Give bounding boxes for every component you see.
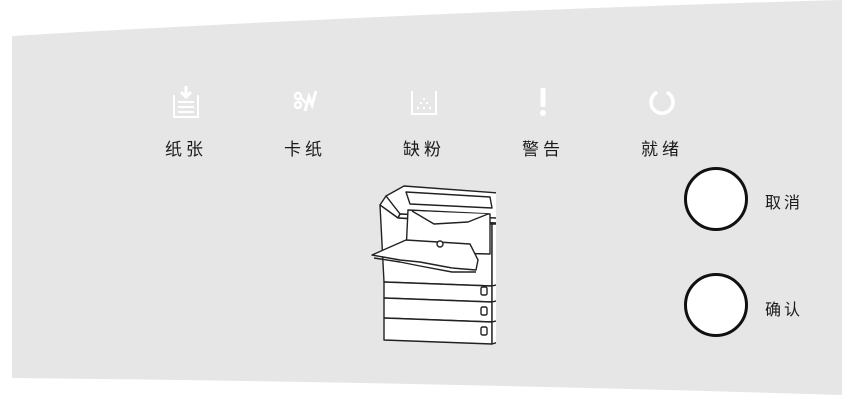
indicator-toner: 缺粉: [384, 82, 464, 172]
indicator-warning: 警告: [503, 82, 583, 172]
indicator-paper: 纸张: [146, 82, 226, 172]
paper-tray-icon: [166, 82, 206, 122]
indicator-jam: 卡纸: [265, 82, 345, 172]
paper-jam-icon: [285, 82, 325, 122]
ready-icon: [642, 82, 682, 122]
exclamation-icon: [523, 82, 563, 122]
indicator-ready-label: 就绪: [641, 140, 683, 160]
indicator-warning-label: 警告: [522, 140, 564, 160]
cancel-button-label: 取消: [765, 193, 804, 212]
confirm-button-label: 确认: [765, 300, 804, 319]
indicator-toner-label: 缺粉: [403, 140, 445, 160]
printer-illustration: [371, 185, 496, 345]
cancel-button[interactable]: [684, 167, 748, 231]
confirm-button[interactable]: [684, 273, 748, 337]
toner-low-icon: [404, 82, 444, 122]
indicator-ready: 就绪: [622, 82, 702, 172]
indicator-jam-label: 卡纸: [284, 140, 326, 160]
indicator-paper-label: 纸张: [165, 140, 207, 160]
